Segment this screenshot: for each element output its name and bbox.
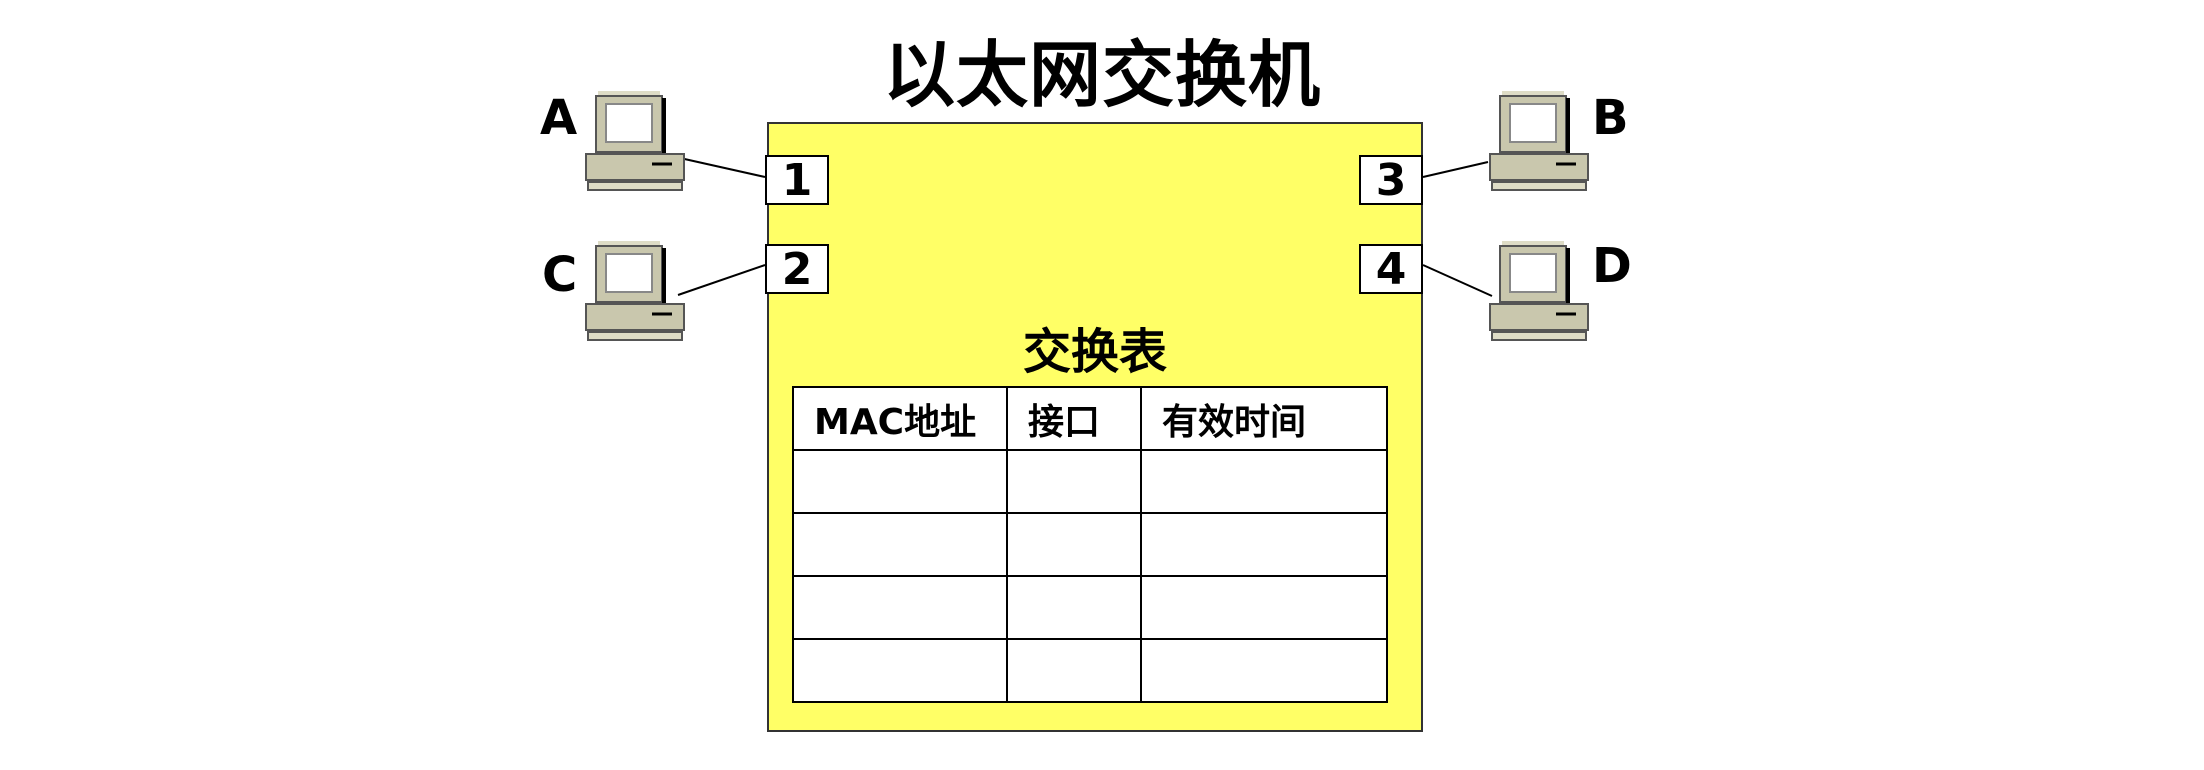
computer-icon [1489,91,1589,191]
port-3: 3 [1359,155,1423,206]
wire-port3-b [1422,161,1489,178]
host-label-c: C [542,247,578,303]
table-row [792,638,1388,703]
switching-table: MAC地址 接口 有效时间 [792,386,1388,703]
table-cell [1006,512,1142,577]
header-interface: 接口 [1006,386,1142,451]
table-cell [1140,512,1388,577]
wire-port4-d [1422,264,1493,297]
table-cell [792,512,1008,577]
table-cell [792,575,1008,640]
diagram-title: 以太网交换机 [882,33,1321,117]
table-cell [1140,575,1388,640]
table-cell [1140,638,1388,703]
table-row [792,449,1388,514]
header-valid-time: 有效时间 [1140,386,1388,451]
computer-icon [1489,241,1589,341]
port-2: 2 [765,244,829,295]
table-cell [1006,449,1142,514]
table-row [792,512,1388,577]
table-cell [792,638,1008,703]
header-mac-address: MAC地址 [792,386,1008,451]
table-cell [1006,638,1142,703]
table-row [792,575,1388,640]
wire-c-port2 [677,264,766,296]
table-header-row: MAC地址 接口 有效时间 [792,386,1388,451]
table-cell [792,449,1008,514]
computer-icon [585,91,685,191]
port-4: 4 [1359,244,1423,295]
wire-a-port1 [679,157,766,178]
computer-icon [585,241,685,341]
table-cell [1006,575,1142,640]
host-label-d: D [1592,238,1632,294]
host-label-a: A [540,90,578,146]
table-cell [1140,449,1388,514]
port-1: 1 [765,155,829,206]
host-label-b: B [1592,90,1629,146]
switching-table-title: 交换表 [1022,324,1167,380]
